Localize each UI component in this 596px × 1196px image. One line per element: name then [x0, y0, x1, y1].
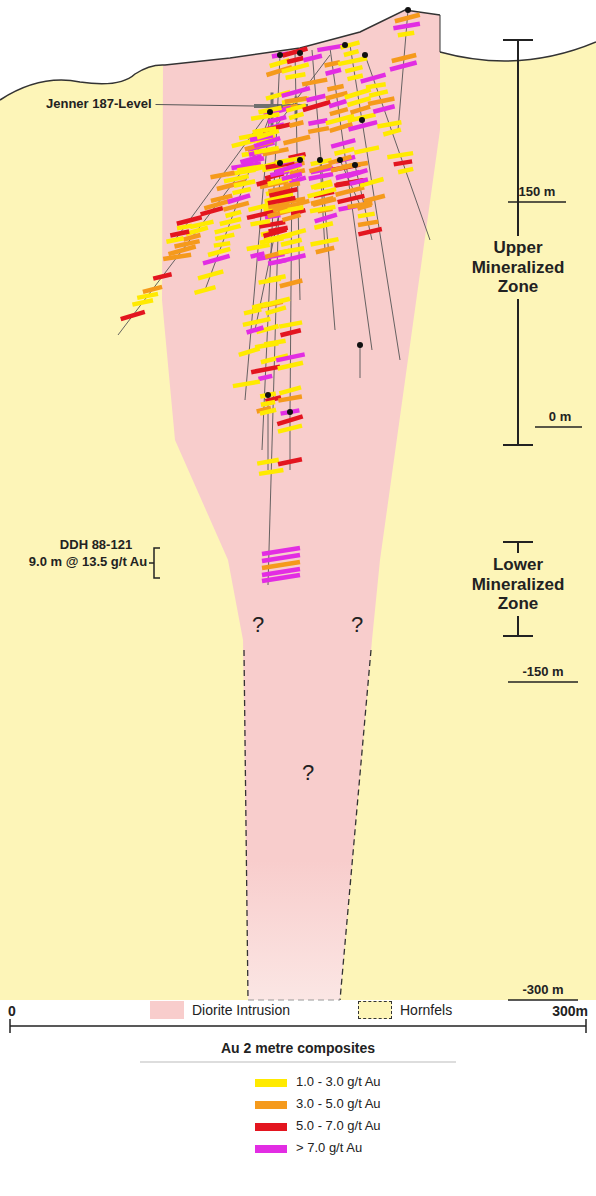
- zone-bracket: [503, 40, 533, 636]
- zone-label: Upper Mineralized Zone: [462, 236, 574, 299]
- uncertainty-mark: ?: [302, 760, 314, 785]
- map-label: Au 2 metre composites: [221, 1040, 375, 1056]
- leader-lines: [156, 105, 255, 107]
- uncertainty-mark: ?: [351, 612, 363, 637]
- zone-label: Lower Mineralized Zone: [462, 553, 574, 616]
- map-label: -150 m: [522, 665, 563, 680]
- diorite-intrusion: [162, 10, 440, 1000]
- uncertainty-mark: ?: [252, 612, 264, 637]
- map-label: 0 m: [549, 410, 571, 425]
- legend-text: 5.0 - 7.0 g/t Au: [296, 1119, 381, 1134]
- intercept-bracket: [149, 548, 160, 578]
- map-label: 9.0 m @ 13.5 g/t Au: [29, 555, 147, 570]
- legend-swatch: [150, 1001, 184, 1019]
- legend-swatch: [255, 1101, 287, 1109]
- legend-dashed-box: [358, 1001, 392, 1019]
- intrusion-edge: [440, 15, 441, 52]
- inferred-contact: [248, 1000, 340, 1001]
- legend-swatch: [255, 1123, 287, 1131]
- legend-swatch: [255, 1145, 287, 1153]
- legend-text: 3.0 - 5.0 g/t Au: [296, 1097, 381, 1112]
- map-label: 150 m: [519, 185, 556, 200]
- map-label: 0: [8, 1003, 16, 1019]
- scale-bar: [10, 1019, 586, 1033]
- map-label: DDH 88-121: [60, 538, 132, 553]
- legend-text: 1.0 - 3.0 g/t Au: [296, 1075, 381, 1090]
- legend-rule: [140, 1062, 456, 1063]
- inferred-contact: [244, 650, 248, 1000]
- legend-text: > 7.0 g/t Au: [296, 1141, 362, 1156]
- topography-line: [0, 10, 440, 100]
- map-label: Jenner 187-Level: [46, 97, 152, 112]
- map-label: 300m: [552, 1003, 588, 1019]
- legend-text: Diorite Intrusion: [192, 1002, 290, 1018]
- legend-text: Hornfels: [400, 1002, 452, 1018]
- map-label: -300 m: [522, 983, 563, 998]
- drill-holes: [118, 7, 430, 585]
- legend-swatch: [255, 1079, 287, 1087]
- inferred-contact: [340, 650, 371, 1000]
